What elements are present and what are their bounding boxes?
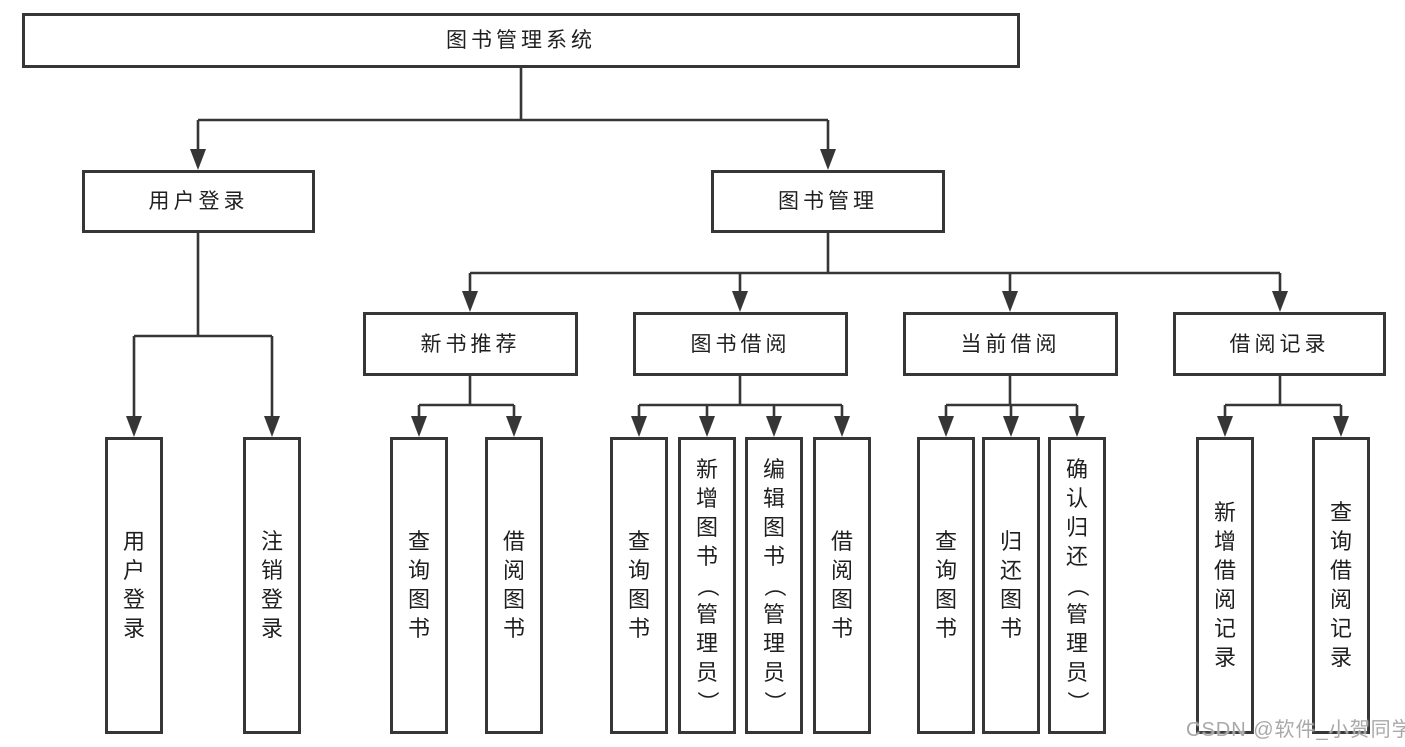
node-current-borrow-label: 当前借阅 — [960, 332, 1061, 356]
node-book-management-label: 图书管理 — [778, 190, 878, 213]
leaf-user-login-label: 用户登录 — [122, 529, 145, 641]
leaf-query-borrow-record: 查询借阅记录 — [1312, 437, 1370, 734]
connector-records-to-leaves — [1223, 376, 1343, 419]
node-root: 图书管理系统 — [22, 13, 1020, 68]
node-user-login-label: 用户登录 — [148, 190, 249, 213]
leaf-query-books-borrow: 查询图书 — [610, 437, 668, 734]
leaf-edit-book-admin-label: 编辑图书（管理员） — [761, 456, 787, 713]
leaf-add-borrow-record-label: 新增借阅记录 — [1213, 500, 1236, 670]
connector-newbook-to-leaves — [417, 376, 516, 419]
leaf-query-books-current: 查询图书 — [917, 437, 975, 734]
leaf-return-books-label: 归还图书 — [999, 529, 1022, 641]
leaf-logout-label: 注销登录 — [260, 529, 283, 641]
node-book-borrow-label: 图书借阅 — [690, 332, 791, 356]
node-new-book-recommend-label: 新书推荐 — [420, 332, 521, 356]
node-user-login: 用户登录 — [82, 170, 315, 233]
connector-bookborrow-to-leaves — [637, 376, 844, 419]
leaf-borrow-books-borrow: 借阅图书 — [813, 437, 871, 734]
connector-bookmgmt-to-level3 — [468, 233, 1282, 294]
leaf-query-books-current-label: 查询图书 — [934, 529, 957, 641]
node-root-label: 图书管理系统 — [446, 29, 596, 52]
leaf-confirm-return-admin-label: 确认归还（管理员） — [1064, 456, 1090, 713]
node-book-borrow: 图书借阅 — [633, 312, 848, 376]
node-borrow-records: 借阅记录 — [1173, 312, 1386, 376]
leaf-confirm-return-admin: 确认归还（管理员） — [1048, 437, 1106, 734]
connector-root-to-level2 — [196, 68, 830, 152]
csdn-watermark: CSDN @软件_小贺同学 — [1186, 719, 1405, 741]
leaf-query-books-recommend: 查询图书 — [390, 437, 448, 734]
leaf-borrow-books-recommend-label: 借阅图书 — [502, 529, 525, 641]
node-book-management: 图书管理 — [711, 170, 945, 233]
leaf-query-books-borrow-label: 查询图书 — [627, 529, 650, 641]
connector-currentborrow-to-leaves — [944, 376, 1079, 419]
leaf-query-borrow-record-label: 查询借阅记录 — [1329, 500, 1352, 670]
leaf-borrow-books-borrow-label: 借阅图书 — [830, 529, 853, 641]
leaf-add-borrow-record: 新增借阅记录 — [1196, 437, 1254, 734]
leaf-add-book-admin: 新增图书（管理员） — [678, 437, 736, 734]
node-borrow-records-label: 借阅记录 — [1229, 332, 1330, 356]
leaf-user-login: 用户登录 — [105, 437, 163, 734]
leaf-query-books-recommend-label: 查询图书 — [407, 529, 430, 641]
arrowheads — [126, 149, 1349, 437]
connector-userlogin-to-leaves — [132, 233, 274, 419]
leaf-add-book-admin-label: 新增图书（管理员） — [694, 456, 720, 713]
node-new-book-recommend: 新书推荐 — [363, 312, 578, 376]
leaf-return-books: 归还图书 — [982, 437, 1040, 734]
leaf-borrow-books-recommend: 借阅图书 — [485, 437, 543, 734]
leaf-logout: 注销登录 — [243, 437, 301, 734]
node-current-borrow: 当前借阅 — [903, 312, 1118, 376]
leaf-edit-book-admin: 编辑图书（管理员） — [745, 437, 803, 734]
